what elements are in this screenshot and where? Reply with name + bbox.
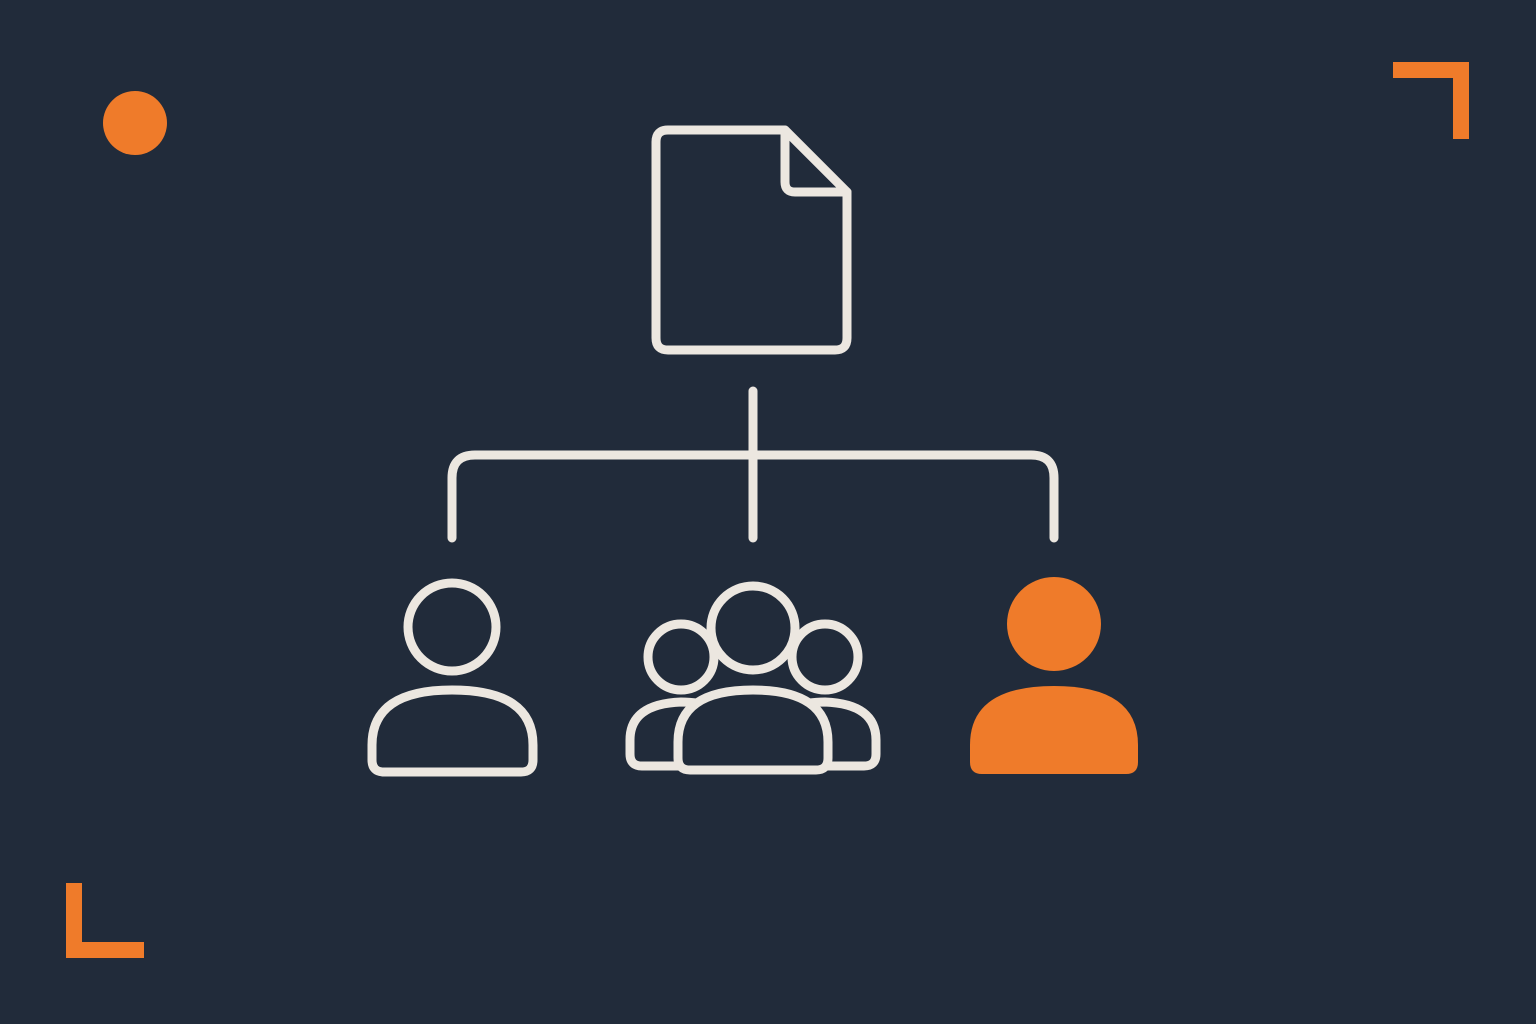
user-group-icon bbox=[625, 581, 881, 775]
connector-lines bbox=[447, 386, 1059, 543]
corner-bracket-bottom-left-icon bbox=[66, 883, 144, 958]
document-icon bbox=[651, 125, 852, 355]
corner-bracket-top-right-icon bbox=[1393, 62, 1469, 139]
user-outline-icon bbox=[367, 578, 538, 777]
user-filled-icon bbox=[970, 577, 1138, 774]
accent-dot-icon bbox=[103, 91, 167, 155]
connector-branch bbox=[447, 450, 1059, 543]
